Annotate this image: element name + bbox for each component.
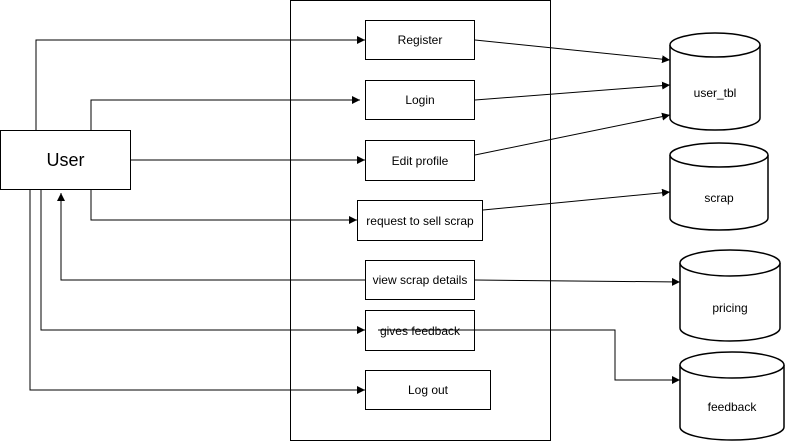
db-scrap-label: scrap: [704, 191, 734, 205]
connector-feedback-db: [380, 329, 680, 384]
db-pricing: pricing: [679, 249, 781, 342]
connector-edit-profile-user-tbl: [474, 112, 671, 156]
connector-login-user-tbl: [474, 81, 671, 101]
db-feedback-label: feedback: [708, 400, 758, 414]
connector-user-register: [35, 36, 365, 130]
connector-request-sell-scrap: [482, 188, 671, 211]
connector-user-logout: [29, 190, 365, 394]
process-edit-profile-label: Edit profile: [391, 153, 449, 168]
user-entity-label: User: [46, 149, 85, 170]
process-log-out-label: Log out: [407, 383, 449, 397]
process-view-scrap-details-label: view scrap details: [372, 273, 468, 287]
db-feedback: feedback: [679, 351, 785, 441]
connector-user-login: [90, 96, 360, 130]
process-request-sell-scrap: request to sell scrap: [357, 200, 483, 241]
connector-view-scrap-pricing: [474, 277, 681, 286]
user-entity: User: [0, 130, 131, 190]
connector-register-user-tbl: [474, 39, 671, 64]
connector-user-feedback: [40, 190, 365, 334]
db-user-tbl-label: user_tbl: [694, 86, 737, 100]
db-user-tbl: user_tbl: [669, 32, 761, 131]
process-log-out: Log out: [365, 370, 491, 410]
process-login: Login: [365, 80, 475, 120]
connector-view-scrap-user: [57, 193, 365, 281]
db-pricing-label: pricing: [712, 301, 747, 315]
process-register: Register: [365, 20, 475, 60]
db-scrap: scrap: [669, 142, 769, 231]
process-login-label: Login: [405, 93, 435, 107]
system-boundary: [290, 0, 551, 441]
process-register-label: Register: [397, 33, 443, 47]
process-view-scrap-details: view scrap details: [365, 260, 475, 300]
process-edit-profile: Edit profile: [365, 140, 475, 181]
process-request-sell-scrap-label: request to sell scrap: [366, 213, 474, 228]
process-gives-feedback-label: gives feedback: [379, 323, 461, 338]
connector-user-request-sell: [90, 190, 357, 224]
process-gives-feedback: gives feedback: [365, 310, 475, 351]
